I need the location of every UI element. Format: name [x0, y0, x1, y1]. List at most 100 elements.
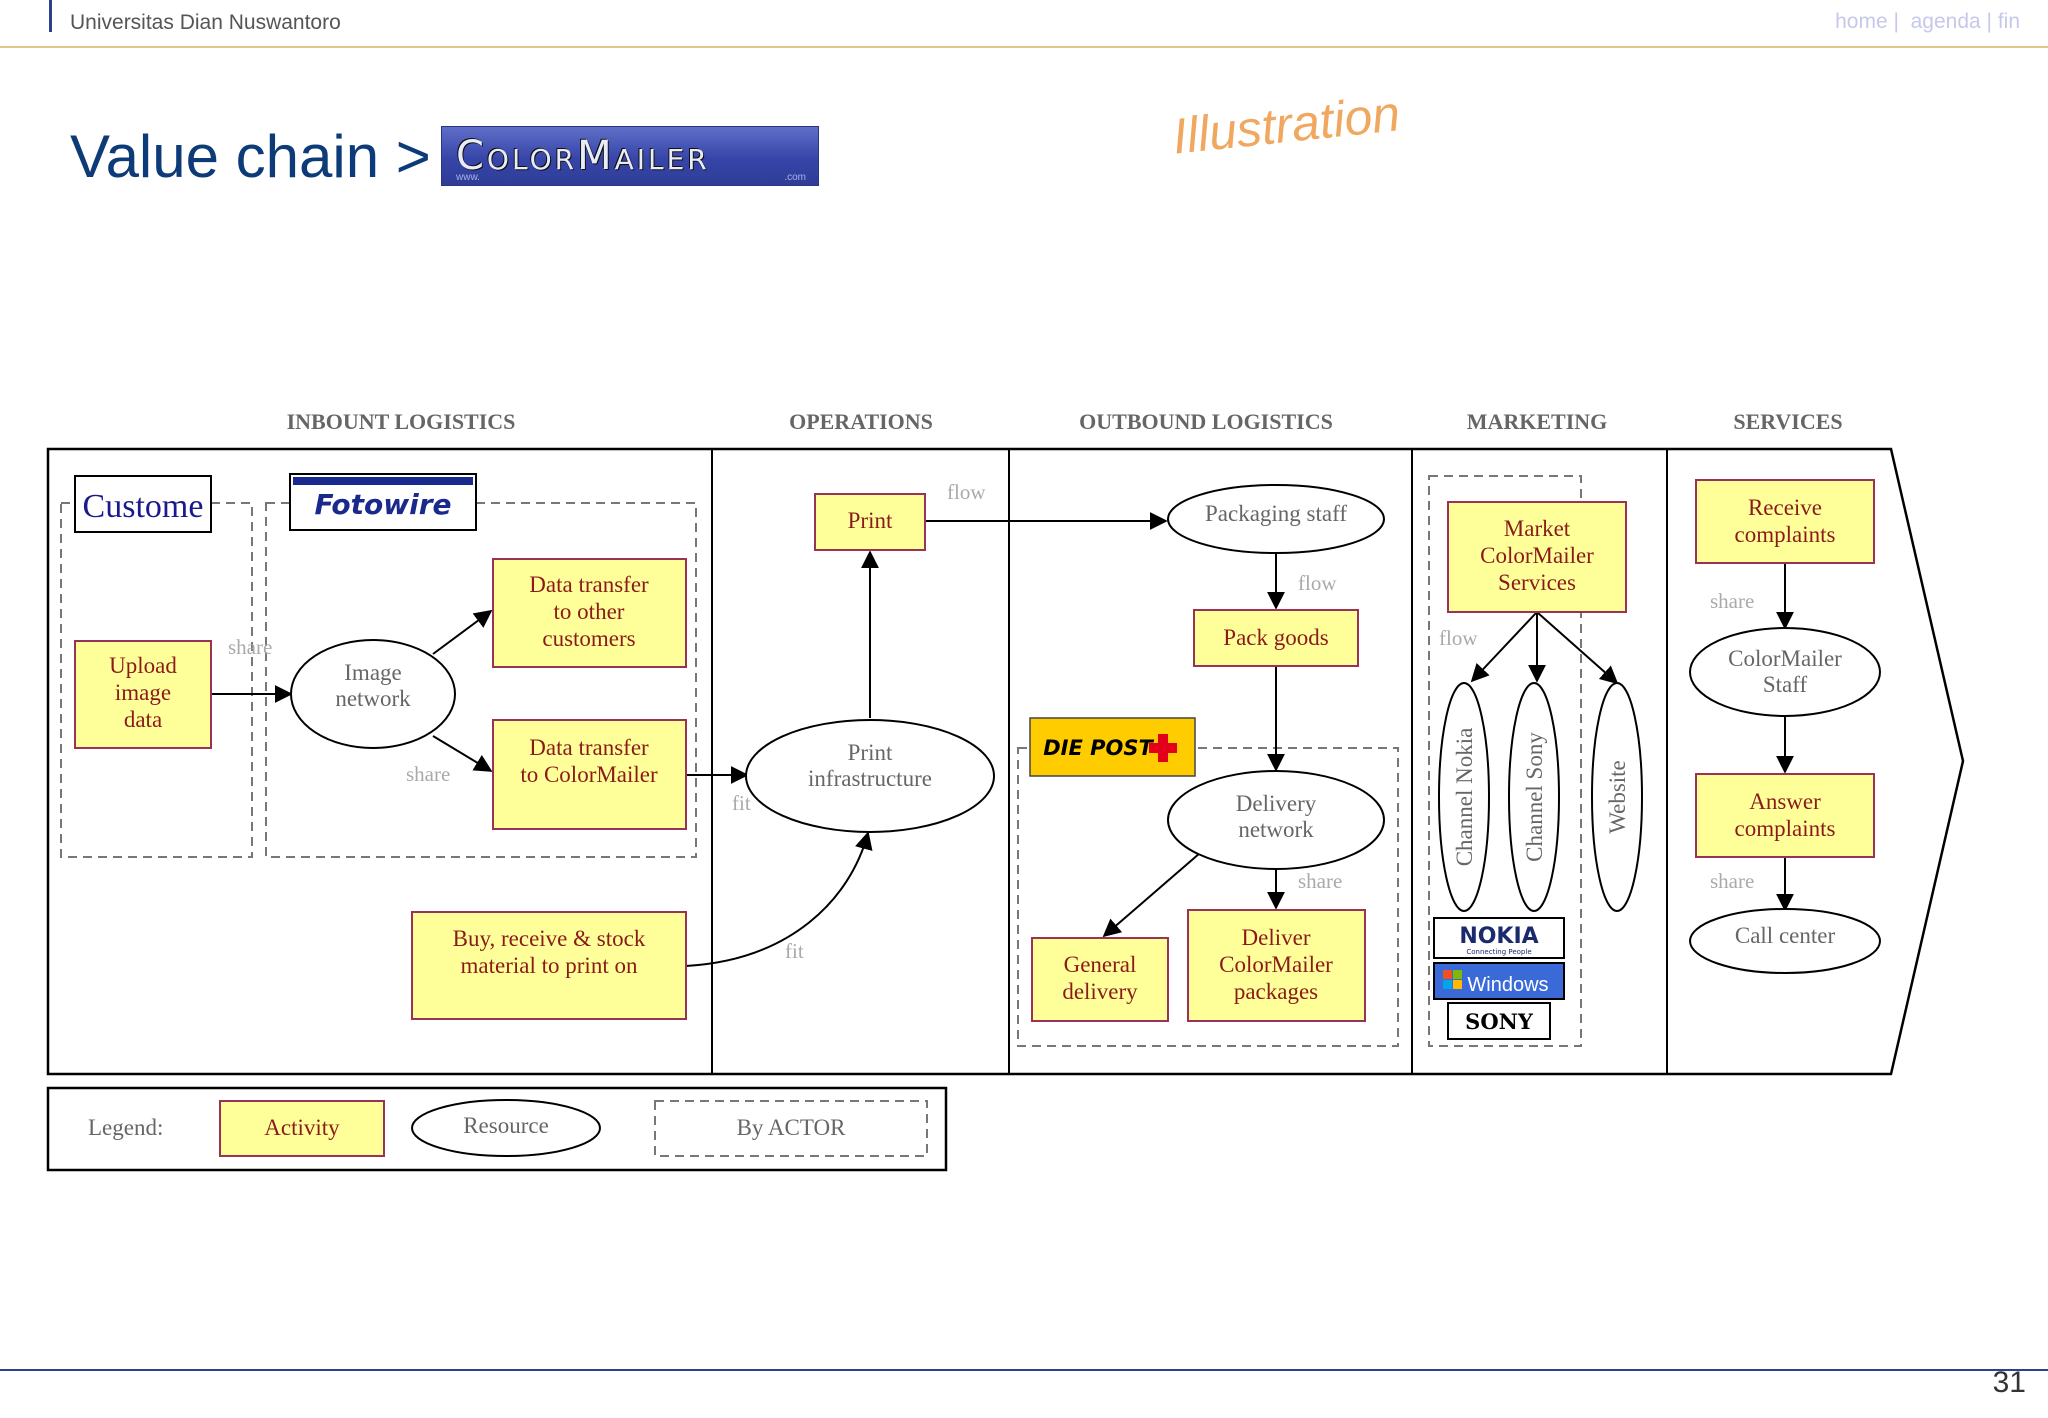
activity-label: Print — [848, 508, 893, 533]
edge-label-share: share — [1298, 869, 1342, 893]
colormailer-logo-www: www. — [456, 172, 480, 183]
sony-logo-text: SONY — [1465, 1009, 1534, 1034]
activity-label: Upload — [109, 653, 177, 678]
activity-label: Receive — [1748, 495, 1822, 520]
activity-pack-goods — [1193, 609, 1359, 667]
activity-label: material to print on — [461, 953, 638, 978]
colormailer-logo-text: ColorMailer — [456, 133, 710, 179]
nokia-logo-text: NOKIA — [1459, 924, 1538, 949]
resource-website — [1591, 682, 1643, 912]
activity-general-delivery — [1031, 937, 1169, 1022]
nokia-logo-subtitle: Connecting People — [1466, 948, 1531, 956]
column-header-inbound: INBOUNT LOGISTICS — [287, 409, 516, 434]
resource-label: Delivery — [1236, 791, 1317, 816]
resource-label: network — [335, 686, 411, 711]
activity-label: delivery — [1062, 979, 1138, 1004]
activity-label: General — [1064, 952, 1137, 977]
customer-actor-label: Custome — [83, 488, 204, 525]
column-header-operations: OPERATIONS — [789, 409, 933, 434]
activity-label: Pack goods — [1223, 625, 1328, 650]
edge-label-flow: flow — [1439, 626, 1478, 650]
activity-label: Market — [1504, 516, 1571, 541]
windows-flag-icon — [1443, 970, 1462, 989]
resource-label: Packaging staff — [1205, 501, 1347, 526]
activity-label: complaints — [1735, 522, 1836, 547]
legend-activity-label: Activity — [264, 1115, 340, 1140]
resource-packaging-staff — [1167, 484, 1385, 554]
resource-call-center — [1689, 908, 1881, 974]
column-header-outbound: OUTBOUND LOGISTICS — [1079, 409, 1333, 434]
resource-colormailer-staff — [1689, 627, 1881, 717]
sony-logo — [1447, 1002, 1551, 1040]
header-accent-bar — [49, 0, 52, 32]
activity-receive-complaints — [1695, 479, 1875, 564]
nav-link-home[interactable]: home — [1835, 10, 1888, 33]
actor-group-fotowire — [265, 502, 697, 858]
activity-label: Buy, receive & stock — [453, 926, 646, 951]
activity-upload-image-data — [74, 640, 212, 749]
resource-label: Print — [848, 740, 893, 765]
page-number: 31 — [1992, 1366, 2026, 1399]
activity-label: Data transfer — [529, 735, 649, 760]
activity-data-transfer-other — [492, 558, 687, 668]
edge-label-fit: fit — [785, 939, 804, 963]
institution-name: Universitas Dian Nuswantoro — [70, 11, 341, 34]
edge-image-network-to-transfer-other — [432, 609, 493, 655]
resource-channel-sony — [1508, 682, 1560, 912]
legend-activity-swatch — [219, 1100, 385, 1157]
edge-label-fit: fit — [732, 791, 751, 815]
activity-label: packages — [1234, 979, 1318, 1004]
edge-market-to-channel-nokia — [1470, 612, 1537, 683]
resource-print-infrastructure — [745, 719, 995, 833]
activity-print — [814, 493, 926, 551]
activity-label: Data transfer — [529, 572, 649, 597]
edge-label-share: share — [228, 635, 272, 659]
resource-label: network — [1238, 817, 1314, 842]
resource-label: Staff — [1763, 672, 1808, 697]
resource-channel-nokia — [1438, 682, 1490, 912]
customer-actor-box — [74, 475, 212, 533]
nav-link-agenda[interactable]: agenda — [1910, 10, 1981, 33]
resource-label: ColorMailer — [1728, 646, 1842, 671]
nokia-logo — [1433, 917, 1565, 959]
resource-label: Channel Nokia — [1452, 728, 1477, 867]
activity-label: complaints — [1735, 816, 1836, 841]
activity-label: image — [115, 680, 171, 705]
fotowire-logo-stripe — [293, 477, 473, 485]
activity-data-transfer-colormailer — [492, 719, 687, 830]
activity-market-services — [1447, 501, 1627, 613]
top-nav: home | agenda | fin — [1835, 10, 2020, 33]
activity-label: to ColorMailer — [520, 762, 658, 787]
resource-label: Image — [344, 660, 401, 685]
resource-label: Channel Sony — [1522, 732, 1547, 862]
resource-delivery-network — [1167, 770, 1385, 870]
activity-label: customers — [542, 626, 635, 651]
edge-label-flow: flow — [947, 480, 986, 504]
nav-link-fin[interactable]: fin — [1997, 10, 2020, 33]
header-divider — [0, 46, 2048, 48]
edge-label-flow: flow — [1298, 571, 1337, 595]
value-chain-frame — [46, 447, 1965, 1076]
activity-answer-complaints — [1695, 773, 1875, 858]
edge-buy-stock-to-print-infra — [685, 831, 873, 967]
legend-actor-label: By ACTOR — [737, 1115, 847, 1140]
activity-label: to other — [554, 599, 625, 624]
resource-label: Call center — [1735, 923, 1836, 948]
edge-market-to-website — [1537, 612, 1619, 685]
page-title: Value chain > — [70, 123, 431, 190]
footer-divider — [0, 1369, 2048, 1371]
fotowire-logo-text: Fotowire — [314, 488, 451, 521]
edge-delivery-network-to-general-delivery — [1102, 852, 1201, 938]
activity-label: ColorMailer — [1480, 543, 1594, 568]
colormailer-logo: ColorMailer www. .com — [441, 126, 819, 186]
actor-group-diepost — [1017, 747, 1399, 1047]
resource-label: infrastructure — [808, 766, 932, 791]
colormailer-logo-com: .com — [784, 172, 806, 183]
diepost-logo-text: DIE POST — [1043, 736, 1154, 760]
edge-image-network-to-transfer-cm — [432, 735, 493, 772]
legend-resource-label: Resource — [463, 1113, 549, 1138]
edge-label-share: share — [1710, 589, 1754, 613]
activity-label: Deliver — [1242, 925, 1311, 950]
edge-label-share: share — [406, 762, 450, 786]
